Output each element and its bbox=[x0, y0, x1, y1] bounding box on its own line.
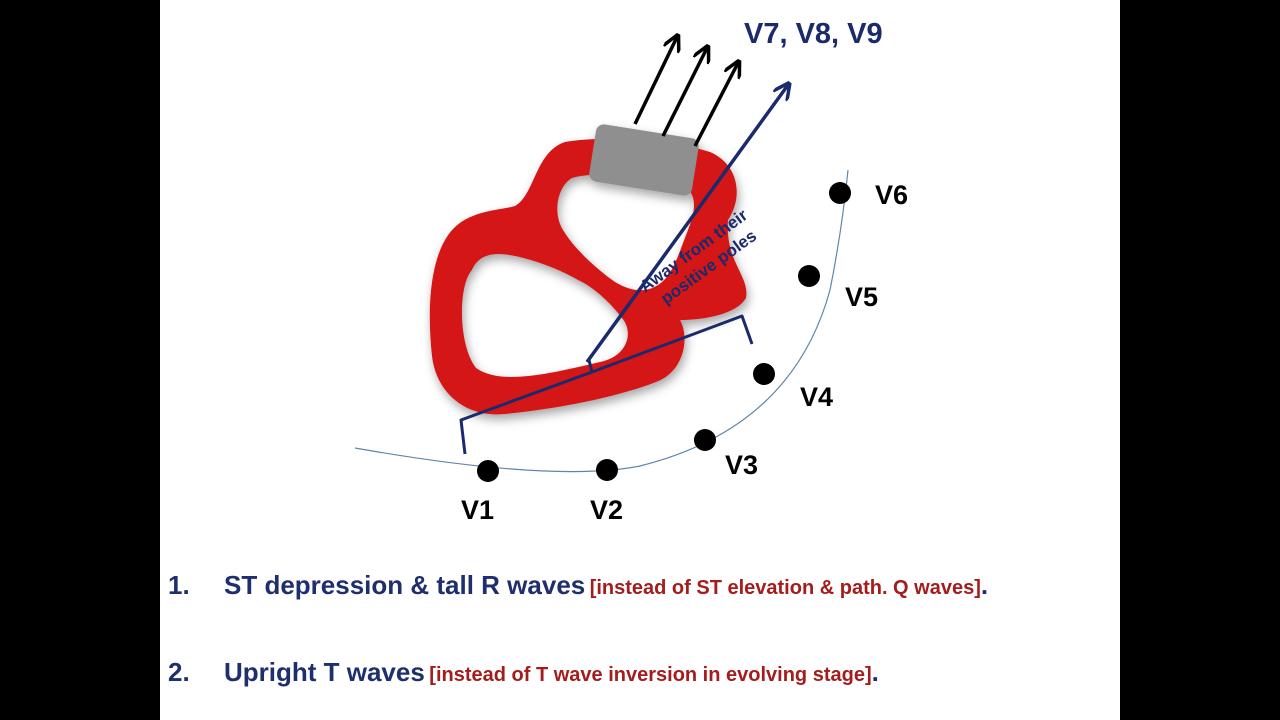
arrow-3 bbox=[693, 63, 738, 147]
lead-label-v2: V2 bbox=[590, 495, 623, 525]
lead-label-v6: V6 bbox=[875, 180, 908, 210]
lead-electrodes bbox=[477, 182, 851, 482]
slide: Away from their positive poles V7, V8, V… bbox=[160, 0, 1120, 720]
finding-1-trailing: . bbox=[980, 570, 989, 600]
ecg-diagram: Away from their positive poles V7, V8, V… bbox=[354, 18, 908, 525]
electrode-v1 bbox=[477, 460, 499, 482]
heart-wall bbox=[429, 138, 747, 415]
finding-2-number: 2. bbox=[168, 657, 190, 687]
infarct-zone bbox=[589, 124, 699, 196]
lead-label-v3: V3 bbox=[725, 450, 758, 480]
lead-labels: V1 V2 V3 V4 V5 V6 bbox=[461, 180, 908, 525]
chest-wall-curve bbox=[354, 169, 849, 473]
finding-1-main: ST depression & tall R waves bbox=[224, 570, 586, 600]
electrode-v2 bbox=[596, 459, 618, 481]
arrow-1 bbox=[633, 37, 677, 125]
posterior-arrows bbox=[633, 37, 738, 147]
lead-label-v5: V5 bbox=[845, 282, 878, 312]
target-leads-label: V7, V8, V9 bbox=[744, 18, 883, 50]
electrode-v5 bbox=[798, 265, 820, 287]
finding-2: 2. Upright T waves [instead of T wave inv… bbox=[168, 657, 879, 688]
heart-cross-section bbox=[429, 124, 747, 415]
electrode-v3 bbox=[694, 429, 716, 451]
finding-1-number: 1. bbox=[168, 570, 190, 600]
finding-1: 1. ST depression & tall R waves [instead … bbox=[168, 570, 988, 601]
finding-2-trailing: . bbox=[871, 657, 879, 687]
finding-1-note: [instead of ST elevation & path. Q waves… bbox=[589, 577, 981, 599]
lead-label-v4: V4 bbox=[800, 382, 833, 412]
electrode-v6 bbox=[829, 182, 851, 204]
lead-label-v1: V1 bbox=[461, 495, 494, 525]
arrow-2 bbox=[661, 48, 707, 137]
finding-2-note: [instead of T wave inversion in evolving… bbox=[429, 664, 872, 686]
electrode-v4 bbox=[753, 363, 775, 385]
vector-arrow bbox=[585, 85, 788, 364]
finding-2-main: Upright T waves bbox=[224, 657, 425, 687]
